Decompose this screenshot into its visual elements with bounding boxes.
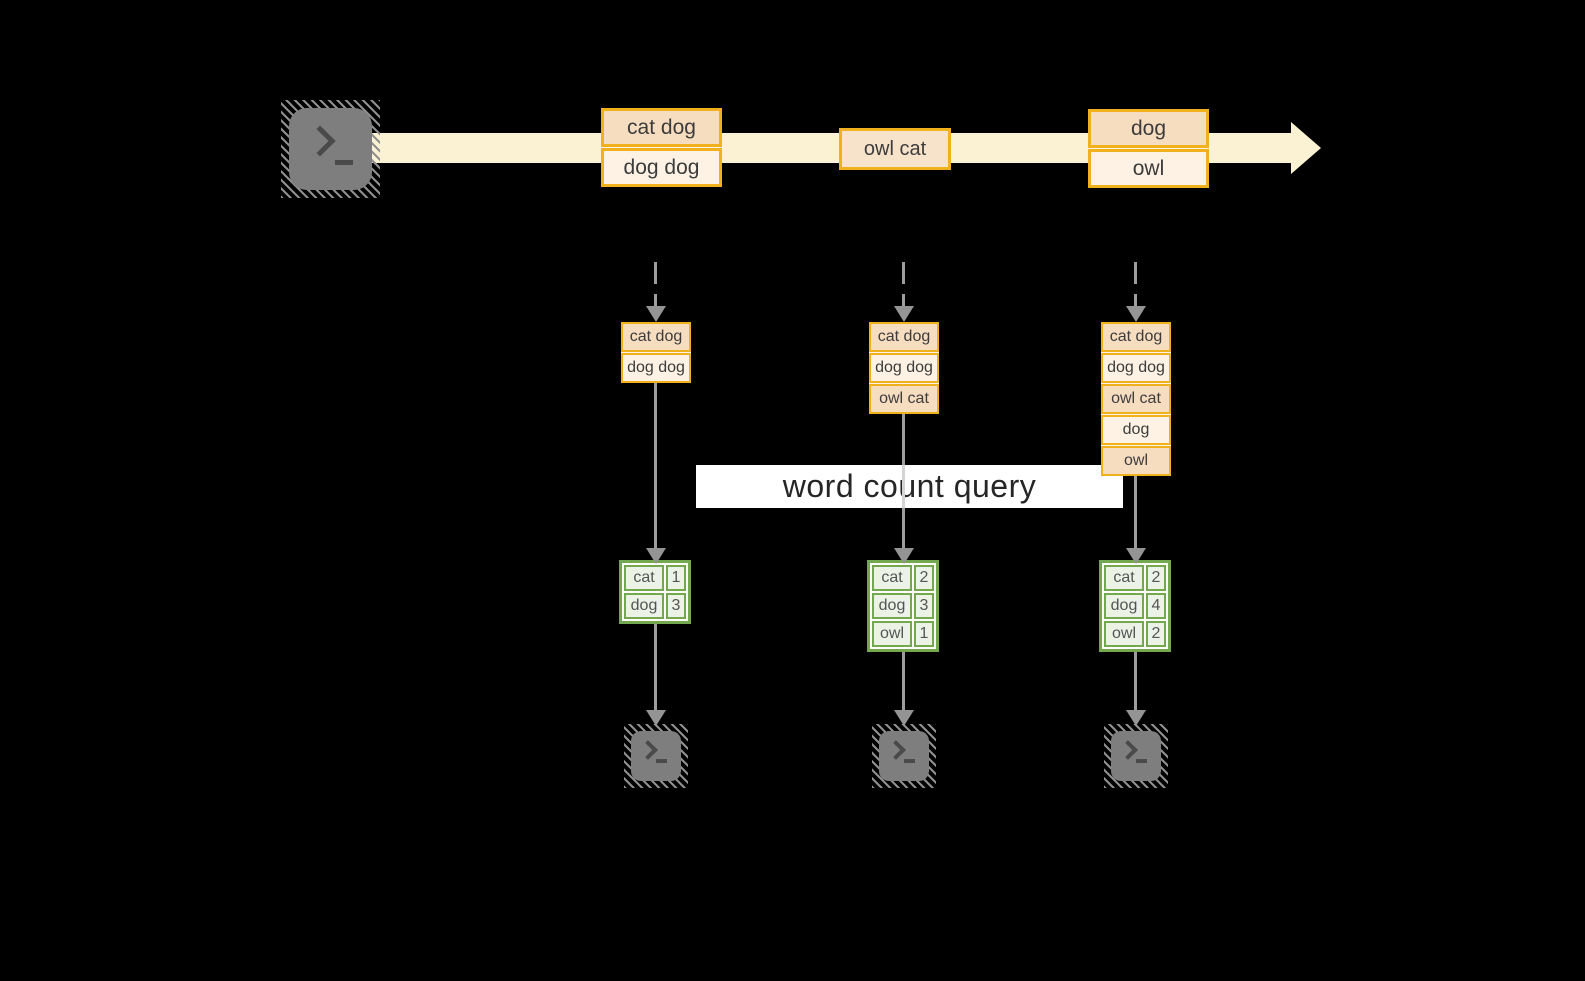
prompt-chevron-icon (1118, 740, 1138, 760)
table-row: owl 2 (1104, 621, 1166, 647)
trigger-arrowhead-2-icon (894, 306, 914, 322)
trigger-arrow-3 (1134, 262, 1137, 308)
table-row: owl 1 (872, 621, 934, 647)
word-cell: dog (1104, 593, 1144, 619)
prompt-underscore-icon (904, 759, 915, 763)
batch-line: owl (1088, 149, 1209, 188)
table-row: cat 2 (1104, 565, 1166, 591)
sink-terminal-icon-3 (1111, 731, 1161, 781)
query-banner-label: word count query (782, 468, 1037, 504)
table-row: dog 3 (624, 593, 686, 619)
trigger-arrowhead-3-icon (1126, 306, 1146, 322)
wordcount-table-2: cat 2 dog 3 owl 1 (867, 560, 939, 652)
word-cell: owl (872, 621, 912, 647)
batch-line: dog dog (601, 148, 722, 187)
sink-flow-arrowhead-1-icon (646, 710, 666, 726)
query-flow-arrowhead-1-icon (646, 548, 666, 564)
sink-terminal-icon-2 (879, 731, 929, 781)
input-line: owl cat (1101, 384, 1171, 414)
sink-flow-line-2 (902, 652, 905, 710)
trigger-arrow-1 (654, 262, 657, 308)
batch-line: owl cat (839, 128, 951, 170)
input-line: owl cat (869, 384, 939, 414)
query-banner: word count query (696, 465, 1123, 508)
stream-batch-3-box: dog owl (1088, 109, 1209, 188)
wordcount-table-3: cat 2 dog 4 owl 2 (1099, 560, 1171, 652)
table-row: dog 4 (1104, 593, 1166, 619)
query-flow-arrowhead-2-icon (894, 548, 914, 564)
trigger-arrowhead-1-icon (646, 306, 666, 322)
prompt-chevron-icon (886, 740, 906, 760)
batch-line: cat dog (601, 108, 722, 147)
table-row: cat 1 (624, 565, 686, 591)
input-line: owl (1101, 446, 1171, 476)
word-cell: dog (624, 593, 664, 619)
input-table-3: cat dog dog dog owl cat dog owl (1101, 322, 1171, 476)
word-cell: cat (624, 565, 664, 591)
prompt-chevron-icon (638, 740, 658, 760)
sink-flow-arrowhead-3-icon (1126, 710, 1146, 726)
stream-batch-1-box: cat dog dog dog (601, 108, 722, 187)
query-flow-arrowhead-3-icon (1126, 548, 1146, 564)
query-flow-line-2-overlay (902, 465, 905, 508)
count-cell: 4 (1146, 593, 1166, 619)
count-cell: 2 (1146, 565, 1166, 591)
count-cell: 2 (914, 565, 934, 591)
word-cell: cat (872, 565, 912, 591)
input-line: dog dog (869, 353, 939, 383)
input-line: dog (1101, 415, 1171, 445)
table-row: cat 2 (872, 565, 934, 591)
input-line: cat dog (1101, 322, 1171, 352)
count-cell: 3 (666, 593, 686, 619)
count-cell: 2 (1146, 621, 1166, 647)
input-line: dog dog (1101, 353, 1171, 383)
prompt-underscore-icon (1136, 759, 1147, 763)
input-table-2: cat dog dog dog owl cat (869, 322, 939, 414)
sink-flow-line-1 (654, 624, 657, 710)
sink-flow-arrowhead-2-icon (894, 710, 914, 726)
trigger-arrow-2 (902, 262, 905, 308)
input-line: cat dog (869, 322, 939, 352)
prompt-underscore-icon (656, 759, 667, 763)
query-flow-line-3 (1134, 476, 1137, 548)
count-cell: 3 (914, 593, 934, 619)
word-cell: dog (872, 593, 912, 619)
prompt-chevron-icon (304, 125, 336, 157)
stream-timeline-arrowhead-icon (1291, 122, 1321, 174)
input-line: dog dog (621, 353, 691, 383)
sink-terminal-icon-1 (631, 731, 681, 781)
input-table-1: cat dog dog dog (621, 322, 691, 383)
query-flow-line-1 (654, 383, 657, 548)
sink-flow-line-3 (1134, 652, 1137, 710)
word-cell: owl (1104, 621, 1144, 647)
table-row: dog 3 (872, 593, 934, 619)
source-terminal-icon (289, 108, 372, 190)
count-cell: 1 (914, 621, 934, 647)
word-cell: cat (1104, 565, 1144, 591)
batch-line: dog (1088, 109, 1209, 148)
count-cell: 1 (666, 565, 686, 591)
input-line: cat dog (621, 322, 691, 352)
wordcount-table-1: cat 1 dog 3 (619, 560, 691, 624)
stream-batch-2-box: owl cat (839, 128, 951, 170)
prompt-underscore-icon (335, 160, 353, 165)
